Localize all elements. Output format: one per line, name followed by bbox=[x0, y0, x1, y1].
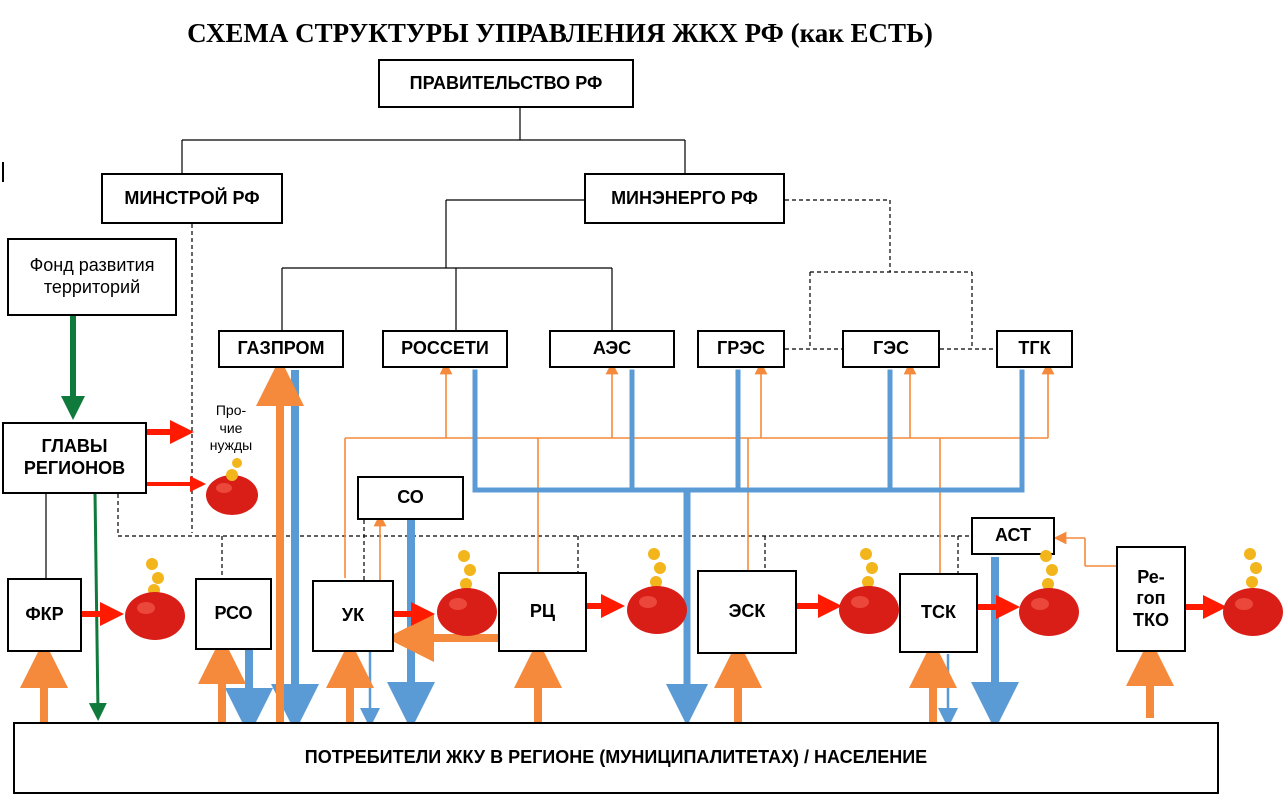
uk-box: УК bbox=[312, 580, 394, 652]
green-arrows bbox=[61, 316, 107, 721]
gazprom-box: ГАЗПРОМ bbox=[218, 330, 344, 368]
regop-tko-box: Ре- гоп ТКО bbox=[1116, 546, 1186, 652]
red-arrows bbox=[82, 420, 1227, 626]
purse-icon bbox=[1223, 548, 1283, 636]
ast-box: АСТ bbox=[971, 517, 1055, 555]
blue-arrows bbox=[225, 370, 1019, 736]
diagram-title: СХЕМА СТРУКТУРЫ УПРАВЛЕНИЯ ЖКХ РФ (как Е… bbox=[187, 18, 933, 48]
coin-icon bbox=[648, 548, 660, 560]
resource-bus bbox=[472, 369, 1025, 493]
ges-box: ГЭС bbox=[842, 330, 940, 368]
payment-lines bbox=[344, 361, 1118, 580]
minstroy-box: МИНСТРОЙ РФ bbox=[101, 173, 283, 224]
purse-icon bbox=[627, 548, 687, 634]
tsk-box: ТСК bbox=[899, 573, 978, 653]
purse-icon bbox=[839, 548, 899, 634]
coin-icon bbox=[860, 548, 872, 560]
rso-box: РСО bbox=[195, 578, 272, 650]
coin-icon bbox=[146, 558, 158, 570]
edge-tick-mark bbox=[2, 162, 4, 182]
co-box: СО bbox=[357, 476, 464, 520]
tgk-box: ТГК bbox=[996, 330, 1073, 368]
purse-icon bbox=[206, 458, 258, 515]
purse-icon bbox=[437, 550, 497, 636]
gres-box: ГРЭС bbox=[697, 330, 785, 368]
regional-heads-box: ГЛАВЫ РЕГИОНОВ bbox=[2, 422, 147, 494]
dashed-lines bbox=[117, 199, 996, 580]
other-needs-label: Про- чие нужды bbox=[209, 402, 253, 453]
hierarchy-lines bbox=[45, 108, 686, 578]
coin-icon bbox=[1040, 550, 1052, 562]
minenergo-box: МИНЭНЕРГО РФ bbox=[584, 173, 785, 224]
rosseti-box: РОССЕТИ bbox=[382, 330, 508, 368]
purse-icon bbox=[125, 558, 185, 640]
orange-arrows bbox=[20, 358, 1174, 722]
aes-box: АЭС bbox=[549, 330, 675, 368]
coin-icon bbox=[232, 458, 242, 468]
consumers-box: ПОТРЕБИТЕЛИ ЖКУ В РЕГИОНЕ (МУНИЦИПАЛИТЕТ… bbox=[13, 722, 1219, 794]
fkr-box: ФКР bbox=[7, 578, 82, 652]
coin-icon bbox=[458, 550, 470, 562]
rc-box: РЦ bbox=[498, 572, 587, 652]
esk-box: ЭСК bbox=[697, 570, 797, 654]
government-box: ПРАВИТЕЛЬСТВО РФ bbox=[378, 59, 634, 108]
fund-box: Фонд развития территорий bbox=[7, 238, 177, 316]
coin-icon bbox=[1244, 548, 1256, 560]
purse-icon bbox=[1019, 550, 1079, 636]
